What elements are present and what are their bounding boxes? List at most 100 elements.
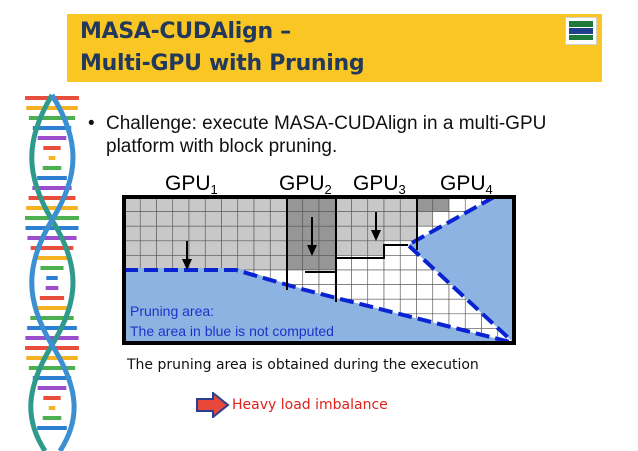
matrix-cell [286, 211, 304, 227]
matrix-cell [367, 269, 385, 285]
pruning-boundary-bottom [124, 268, 515, 345]
load-imbalance-label: Heavy load imbalance [232, 397, 388, 413]
matrix-cell [383, 211, 401, 227]
matrix-cell [367, 196, 385, 212]
matrix-cell [139, 211, 157, 227]
matrix-cell [286, 255, 304, 271]
matrix-cell [269, 240, 287, 256]
down-arrow-gpu3 [371, 212, 381, 241]
matrix-cell [334, 269, 352, 285]
matrix-cell [302, 225, 320, 242]
matrix-cell [269, 225, 287, 242]
matrix-cell [399, 269, 417, 285]
dna-helix-decoration [25, 93, 79, 451]
matrix-cell [318, 255, 336, 271]
matrix-cell [302, 255, 320, 271]
matrix-cell [286, 269, 304, 285]
down-arrow-gpu2 [307, 217, 317, 256]
matrix-cell [383, 255, 401, 271]
matrix-cell [123, 225, 141, 242]
title-line-1: MASA-CUDAlign – [80, 19, 291, 44]
matrix-cell [416, 196, 434, 212]
matrix-cell [367, 240, 385, 256]
matrix-cell [432, 196, 450, 212]
matrix-cell [156, 255, 174, 271]
matrix-cell [253, 196, 271, 212]
matrix-cell [204, 255, 222, 271]
matrix-cell [188, 240, 206, 256]
matrix-cell [123, 255, 141, 271]
matrix-cell [318, 225, 336, 242]
matrix-cell [156, 211, 174, 227]
matrix-cell [383, 284, 401, 300]
right-arrow-icon [196, 392, 230, 418]
pruning-area-label: Pruning area: The area in blue is not co… [130, 301, 334, 341]
pruned-area-bottom [124, 268, 514, 343]
pruning-label-line-1: Pruning area: [130, 303, 215, 319]
matrix-cell [253, 240, 271, 256]
matrix-cell [139, 225, 157, 242]
matrix-cell [156, 196, 174, 212]
matrix-cell [237, 211, 255, 227]
matrix-cell [139, 255, 157, 271]
matrix-cell [204, 211, 222, 227]
title-line-2: Multi-GPU with Pruning [80, 51, 365, 76]
pruned-area-right [408, 197, 514, 343]
matrix-cell [351, 269, 369, 285]
matrix-cell [221, 196, 239, 212]
matrix-cell [269, 255, 287, 271]
bullet-text: Challenge: execute MASA-CUDAlign in a mu… [106, 113, 547, 157]
matrix-cell [318, 211, 336, 227]
matrix-cell [334, 211, 352, 227]
title-bar [67, 14, 602, 82]
matrix-cell [416, 211, 434, 227]
matrix-cell [383, 196, 401, 212]
matrix-cell [334, 240, 352, 256]
matrix-cell [383, 225, 401, 242]
matrix-cell [123, 211, 141, 227]
matrix-cell [351, 225, 369, 242]
matrix-cell [188, 196, 206, 212]
matrix-cell [253, 211, 271, 227]
matrix-cell [334, 225, 352, 242]
matrix-cell [139, 196, 157, 212]
matrix-cell [302, 211, 320, 227]
matrix-cell [432, 298, 450, 315]
matrix-cell [448, 313, 466, 329]
matrix-cell [286, 225, 304, 242]
matrix-cell [269, 211, 287, 227]
matrix-cell [383, 240, 401, 256]
matrix-cell [123, 196, 141, 212]
matrix-cell [399, 211, 417, 227]
bullet-symbol: • [88, 113, 95, 134]
matrix-cell [399, 196, 417, 212]
matrix-cell [221, 225, 239, 242]
matrix-cell [139, 240, 157, 256]
matrix-cell [416, 284, 434, 300]
matrix-cell [188, 225, 206, 242]
caption: The pruning area is obtained during the … [127, 357, 479, 373]
matrix-cell [269, 196, 287, 212]
matrix-cell [286, 240, 304, 256]
matrix-cell [253, 225, 271, 242]
matrix-cell [172, 196, 190, 212]
matrix-cell [318, 240, 336, 256]
gpu-label-2: GPU2 [279, 172, 332, 197]
matrix-cell [416, 298, 434, 315]
matrix-cell [351, 196, 369, 212]
matrix-cell [237, 196, 255, 212]
matrix-cell [156, 240, 174, 256]
pruning-boundary-right [404, 195, 516, 345]
matrix-cell [367, 284, 385, 300]
matrix-cell [123, 240, 141, 256]
matrix-cell [156, 225, 174, 242]
gpu-label-4: GPU4 [440, 172, 493, 197]
matrix-cell [464, 313, 482, 329]
matrix-cell [318, 196, 336, 212]
matrix-cell [188, 211, 206, 227]
matrix-cell [204, 240, 222, 256]
matrix-cell [237, 255, 255, 271]
matrix-cell [416, 269, 434, 285]
slide-title: MASA-CUDAlign – Multi-GPU with Pruning [80, 16, 560, 80]
